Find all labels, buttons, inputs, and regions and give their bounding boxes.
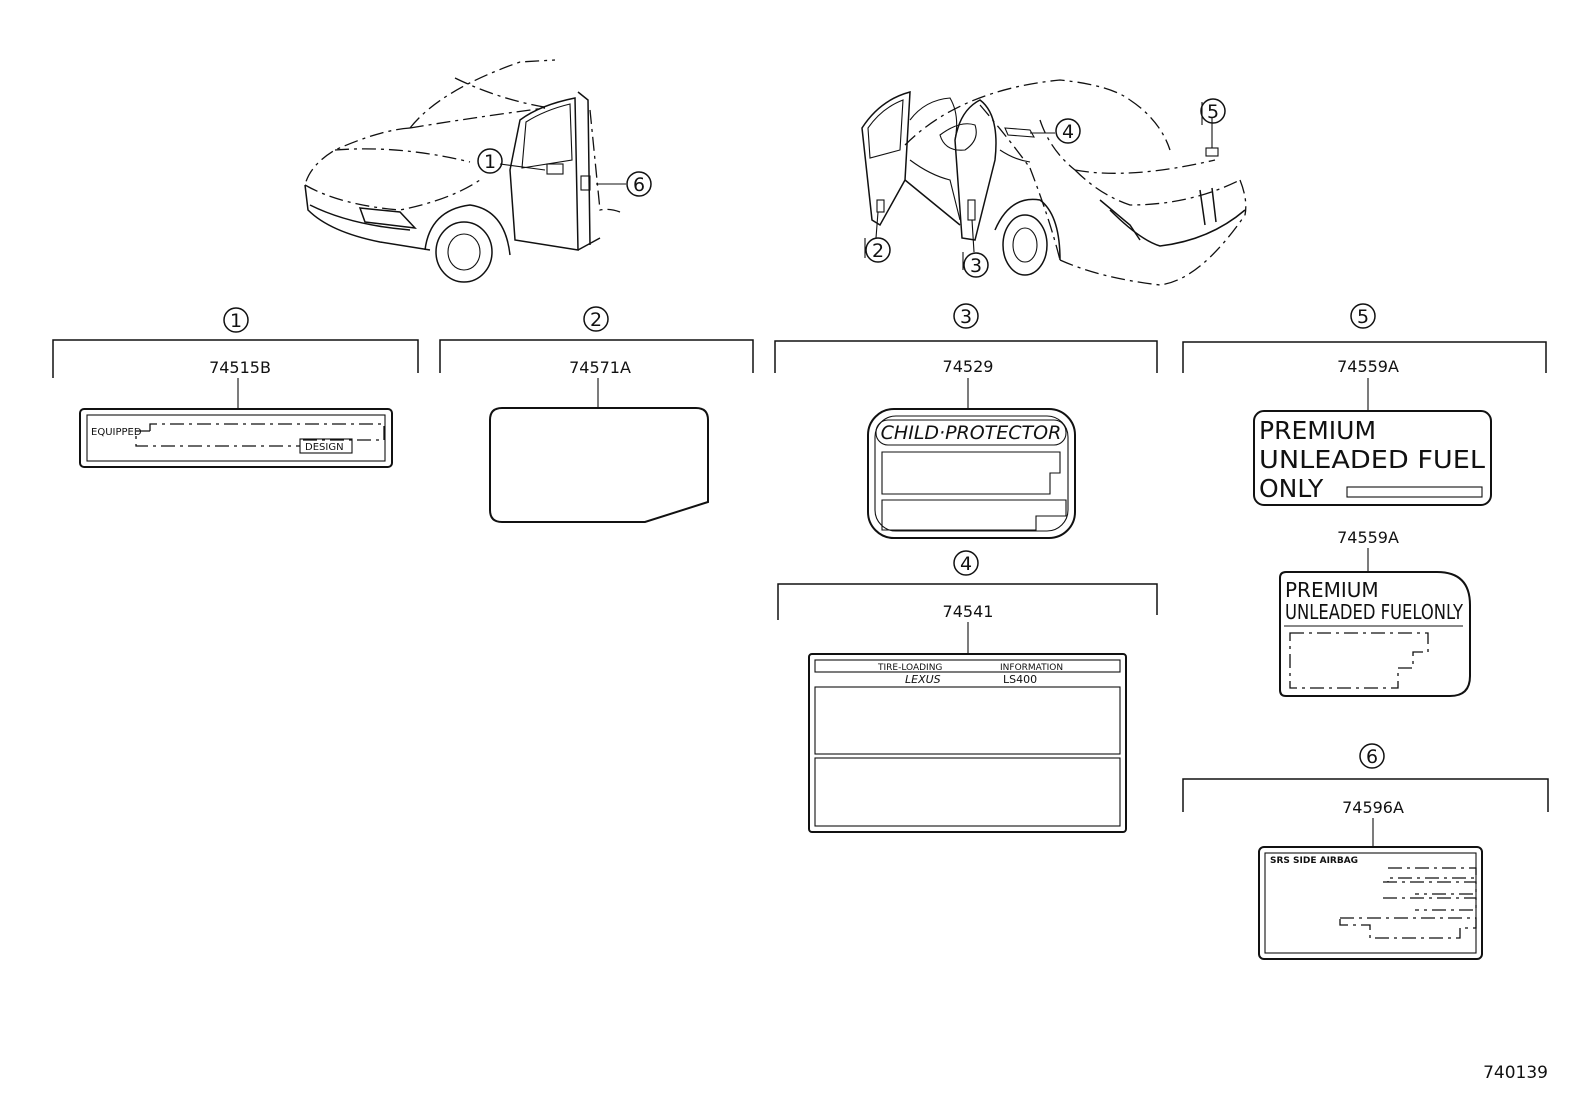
illustration-callout-5: 5: [1200, 98, 1226, 124]
illustration-callout-4: 4: [1055, 118, 1081, 144]
illustration-callout-6: 6: [626, 171, 652, 197]
part-number: 74559A: [1337, 357, 1399, 376]
front-car-illustration: [304, 59, 626, 283]
label-text: SRS SIDE AIRBAG: [1270, 856, 1358, 866]
part-5b-group: 74559A PREMIUM UNLEADED FUELONLY: [1279, 528, 1471, 697]
label-text: EQUIPPED: [91, 427, 142, 438]
callout-number: 1: [484, 151, 496, 173]
callout-number: 2: [872, 240, 884, 262]
part-callout: 6: [1366, 746, 1378, 768]
part-number: 74571A: [569, 358, 631, 377]
label-text: INFORMATION: [1000, 663, 1063, 673]
rear-car-illustration: [861, 79, 1247, 286]
part-1-group: 1 74515B EQUIPPED DESIGN: [52, 307, 419, 468]
illustration-callout-3: 3: [963, 252, 989, 278]
part-callout: 4: [960, 553, 972, 575]
part-callout: 1: [230, 310, 242, 332]
label-text: DESIGN: [305, 442, 344, 453]
part-number: 74529: [943, 357, 994, 376]
label-text: PREMIUM: [1259, 416, 1376, 445]
part-callout: 5: [1357, 306, 1369, 328]
part-6-group: 6 74596A SRS SIDE AIRBAG: [1182, 743, 1549, 960]
part-callout: 2: [590, 309, 602, 331]
part-callout: 3: [960, 306, 972, 328]
part-3-group: 3 74529 CHILD·PROTECTOR: [774, 303, 1158, 539]
label-text: UNLEADED FUEL: [1259, 445, 1485, 474]
label-text: ONLY: [1259, 474, 1324, 503]
part-number: 74541: [943, 602, 994, 621]
illustration-callout-2: 2: [865, 237, 891, 263]
callout-number: 4: [1062, 121, 1074, 143]
part-5a-group: 5 74559A PREMIUM UNLEADED FUEL ONLY: [1182, 303, 1547, 506]
part-2-group: 2 74571A: [439, 306, 754, 523]
part-number: 74515B: [209, 358, 271, 377]
illustration-callout-1: 1: [477, 148, 503, 174]
part-4-group: 4 74541 TIRE-LOADING INFORMATION LEXUS L…: [777, 550, 1158, 833]
label-text: PREMIUM: [1285, 578, 1379, 602]
label-text: UNLEADED FUELONLY: [1285, 600, 1464, 624]
figure-code: 740139: [1483, 1063, 1548, 1083]
label-text: LS400: [1003, 673, 1037, 686]
label-text: CHILD·PROTECTOR: [881, 422, 1062, 444]
label-text: TIRE-LOADING: [877, 663, 942, 673]
part-number: 74559A: [1337, 528, 1399, 547]
callout-number: 6: [633, 174, 645, 196]
part-number: 74596A: [1342, 798, 1404, 817]
callout-number: 3: [970, 255, 982, 277]
callout-number: 5: [1207, 101, 1219, 123]
label-text: LEXUS: [905, 673, 941, 686]
